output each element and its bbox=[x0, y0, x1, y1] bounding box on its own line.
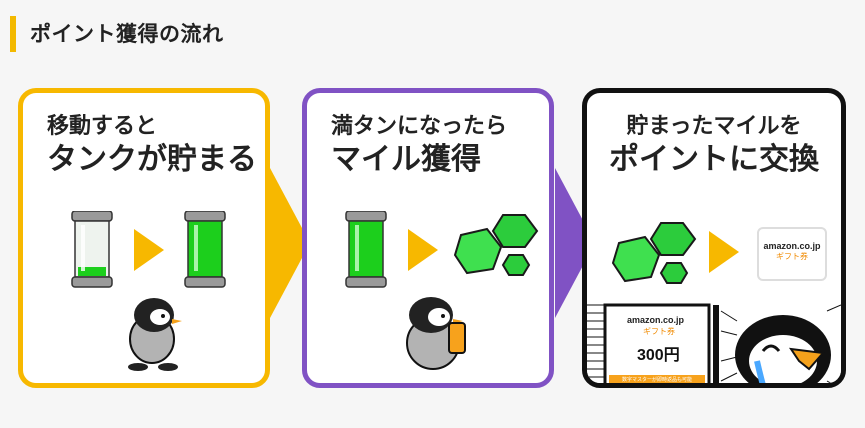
gift-card-subtitle: ギフト券 bbox=[776, 252, 808, 261]
step-panel-1: 移動すると タンクが貯まる bbox=[18, 88, 270, 388]
penguin-icon bbox=[128, 298, 182, 371]
step-3-line-2: ポイントに交換 bbox=[609, 141, 819, 177]
arrow-icon bbox=[134, 229, 164, 271]
tank-full-icon bbox=[345, 211, 387, 288]
header-accent-bar bbox=[10, 16, 16, 52]
flow-arrow-1 bbox=[270, 168, 310, 318]
penguin-icon bbox=[406, 297, 463, 370]
manga-gift-brand: amazon.co.jp bbox=[627, 315, 685, 325]
section-title: ポイント獲得の流れ bbox=[30, 22, 224, 46]
arrow-icon bbox=[709, 231, 739, 273]
gift-card-brand: amazon.co.jp bbox=[763, 241, 821, 251]
manga-gift-price: 300円 bbox=[637, 347, 680, 364]
gem-icon bbox=[611, 222, 697, 284]
flow-arrow-2 bbox=[555, 168, 595, 318]
step-2-heading: 満タンになったら マイル獲得 bbox=[331, 113, 539, 178]
arrow-icon bbox=[408, 229, 438, 271]
tank-full-icon bbox=[184, 211, 226, 288]
gem-icon bbox=[453, 214, 539, 276]
step-3-heading: 貯まったマイルを ポイントに交換 bbox=[587, 113, 841, 178]
step-3-line-1: 貯まったマイルを bbox=[626, 114, 802, 139]
step-1-line-2: タンクが貯まる bbox=[47, 141, 257, 177]
manga-gift-subtitle: ギフト券 bbox=[643, 327, 675, 336]
step-panel-2: 満タンになったら マイル獲得 bbox=[302, 88, 554, 388]
tank-empty-icon bbox=[71, 211, 113, 288]
manga-gift-note: 数字マスターが即時返品も可能 bbox=[609, 375, 705, 383]
section-header: ポイント獲得の流れ bbox=[0, 12, 865, 56]
step-2-line-2: マイル獲得 bbox=[331, 141, 481, 177]
step-1-line-1: 移動すると bbox=[47, 114, 158, 139]
smartphone-icon bbox=[448, 322, 466, 354]
step-2-line-1: 満タンになったら bbox=[331, 114, 508, 139]
manga-strip-illustration bbox=[587, 301, 841, 383]
step-1-heading: 移動すると タンクが貯まる bbox=[47, 113, 257, 178]
amazon-gift-card-icon: amazon.co.jp ギフト券 bbox=[757, 227, 827, 281]
step-panel-3: 貯まったマイルを ポイントに交換 amazon.co.jp ギフト券 bbox=[582, 88, 846, 388]
